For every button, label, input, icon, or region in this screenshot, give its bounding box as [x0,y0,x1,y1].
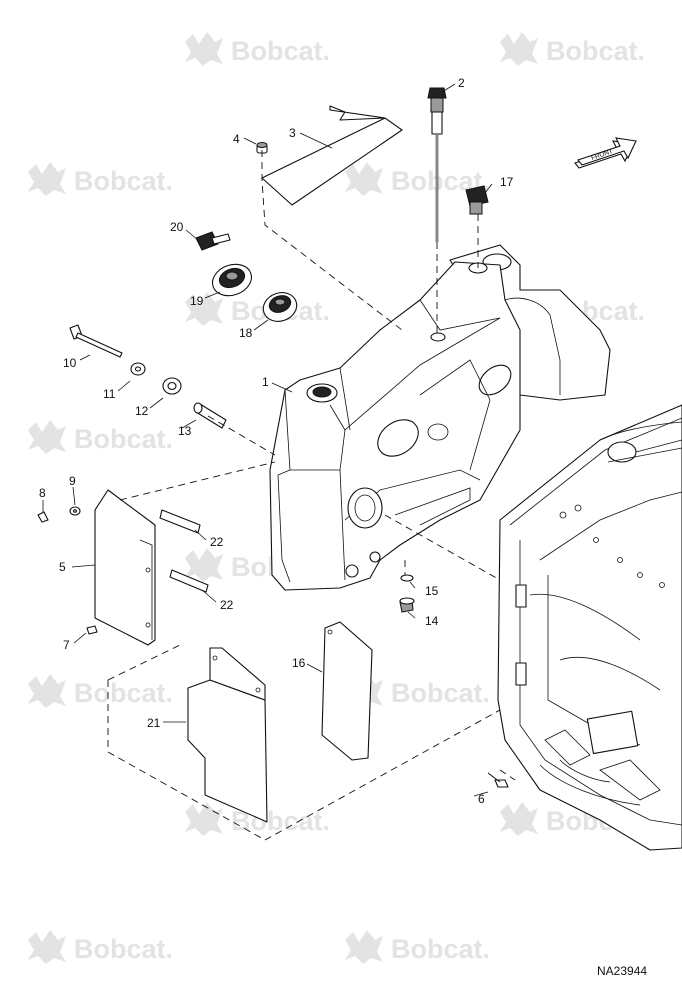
watermark-text: Bobcat. [391,934,490,964]
callout-21: 21 [147,716,161,730]
watermark: Bobcat. [28,674,173,708]
watermark-text: Bobcat. [391,678,490,708]
diagram-code: NA23944 [597,964,647,978]
callout-3: 3 [289,126,296,140]
watermark-text: Bobcat. [74,934,173,964]
callout-2: 2 [458,76,465,90]
callout-22-lower: 22 [220,598,234,612]
bolt [69,324,123,358]
callout-1: 1 [262,375,269,389]
callout-labels: 1 2 3 4 5 6 7 8 9 10 11 12 13 14 15 16 1… [39,76,514,806]
bobcat-logo-icon [345,162,383,196]
bobcat-logo-icon [500,802,538,836]
heat-shield-plate [261,105,403,206]
foam-strip-upper [159,509,201,534]
plug [256,142,268,154]
watermark-text: Bobcat. [74,424,173,454]
lower-cover [187,647,268,823]
bobcat-logo-icon [185,32,223,66]
vent-valve [465,185,489,215]
callout-8: 8 [39,486,46,500]
watermark: Bobcat. [345,162,490,196]
locking-fuel-cap [211,263,253,297]
callout-12: 12 [135,404,149,418]
callout-9: 9 [69,474,76,488]
callout-19: 19 [190,294,204,308]
watermark: Bobcat. [28,162,173,196]
washer [130,362,146,376]
watermark: Bobcat. [28,930,173,964]
watermark-text: Bobcat. [74,166,173,196]
foam-strip-lower [169,569,209,593]
machine-frame [497,404,682,851]
drain-plug [399,597,415,613]
bobcat-logo-icon [28,674,66,708]
small-washer [69,506,81,516]
shield-plate [321,621,373,761]
watermark-text: Bobcat. [74,678,173,708]
bobcat-logo-icon [345,930,383,964]
watermark: Bobcat. [500,32,645,66]
side-guard [94,489,156,646]
bobcat-logo-icon [28,162,66,196]
watermark-text: Bobcat. [546,36,645,66]
watermark: Bobcat. [345,930,490,964]
cap-key [195,231,231,251]
front-arrow-icon: FRONT [574,137,637,169]
callout-22-upper: 22 [210,535,224,549]
fuel-sender [427,87,447,242]
bobcat-logo-icon [28,930,66,964]
callout-18: 18 [239,326,253,340]
watermark: Bobcat. [185,32,330,66]
callout-17: 17 [500,175,514,189]
callout-7: 7 [63,638,70,652]
bobcat-logo-icon [185,802,223,836]
callout-10: 10 [63,356,77,370]
nut [86,625,98,635]
leader-lines [42,83,493,797]
spacer [193,402,227,429]
small-bolt [37,511,49,523]
callout-20: 20 [170,220,184,234]
frame-bolt [487,772,509,788]
assembly-lines [107,150,516,841]
callout-16: 16 [292,656,306,670]
watermark-layer: Bobcat. Bobcat. Bobcat. Bobcat. Bobcat. Bobca… [28,32,645,964]
o-ring [400,574,414,582]
watermark: Bobcat. [28,420,173,454]
bobcat-logo-icon [500,32,538,66]
callout-5: 5 [59,560,66,574]
callout-15: 15 [425,584,439,598]
callout-4: 4 [233,132,240,146]
bobcat-logo-icon [185,548,223,582]
callout-6: 6 [478,792,485,806]
bobcat-logo-icon [185,292,223,326]
fuel-tank [269,244,611,591]
fuel-cap [262,292,298,322]
callout-13: 13 [178,424,192,438]
callout-11: 11 [103,387,116,401]
bobcat-logo-icon [28,420,66,454]
watermark-text: Bobcat. [231,36,330,66]
callout-14: 14 [425,614,439,628]
bushing [162,377,182,395]
